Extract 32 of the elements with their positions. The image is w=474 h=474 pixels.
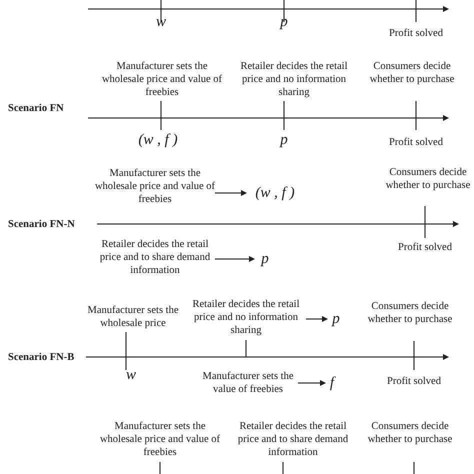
scenario-label: Scenario FN-B	[8, 351, 74, 364]
result-text: Profit solved	[397, 241, 453, 254]
arrow	[298, 380, 326, 386]
scenario-label: Scenario FN-N	[8, 218, 75, 231]
arrow	[306, 316, 328, 322]
event-text: Retailer decides the retail price and to share demand information	[236, 420, 350, 459]
math-symbol: w	[124, 367, 137, 383]
event-text: Retailer decides the retail price and to share demand information	[93, 238, 217, 277]
arrow	[214, 256, 255, 262]
event-text: Retailer decides the retail price and no information sharing	[240, 60, 348, 99]
scenario-label: Scenario FN	[8, 102, 64, 115]
math-symbol: p	[278, 132, 289, 148]
event-text: Manufacturer sets the wholesale price and value of freebies	[98, 420, 222, 459]
event-text: Consumers decide whether to purchase	[367, 300, 453, 326]
event-text: Consumers decide whether to purchase	[367, 420, 453, 446]
event-text: Retailer decides the retail price and no information sharing	[184, 298, 308, 337]
event-text: Manufacturer sets the wholesale price and value of freebies	[93, 167, 217, 206]
arrow	[214, 190, 247, 196]
event-text: Consumers decide whether to purchase	[369, 60, 455, 86]
result-text: Profit solved	[388, 136, 444, 149]
math-symbol: (w , f )	[245, 185, 305, 201]
event-text: Manufacturer sets the value of freebies	[196, 370, 300, 396]
math-symbol: (w , f )	[137, 132, 179, 148]
result-text: Profit solved	[386, 375, 442, 388]
math-symbol: p	[253, 251, 277, 267]
event-text: Consumers decide whether to purchase	[385, 166, 471, 192]
result-text: Profit solved	[388, 27, 444, 40]
math-symbol: p	[278, 14, 289, 30]
event-text: Manufacturer sets the wholesale price and value of freebies	[100, 60, 224, 99]
event-text: Manufacturer sets the wholesale price	[86, 304, 180, 330]
math-symbol: p	[326, 311, 346, 327]
math-symbol: f	[324, 375, 340, 391]
